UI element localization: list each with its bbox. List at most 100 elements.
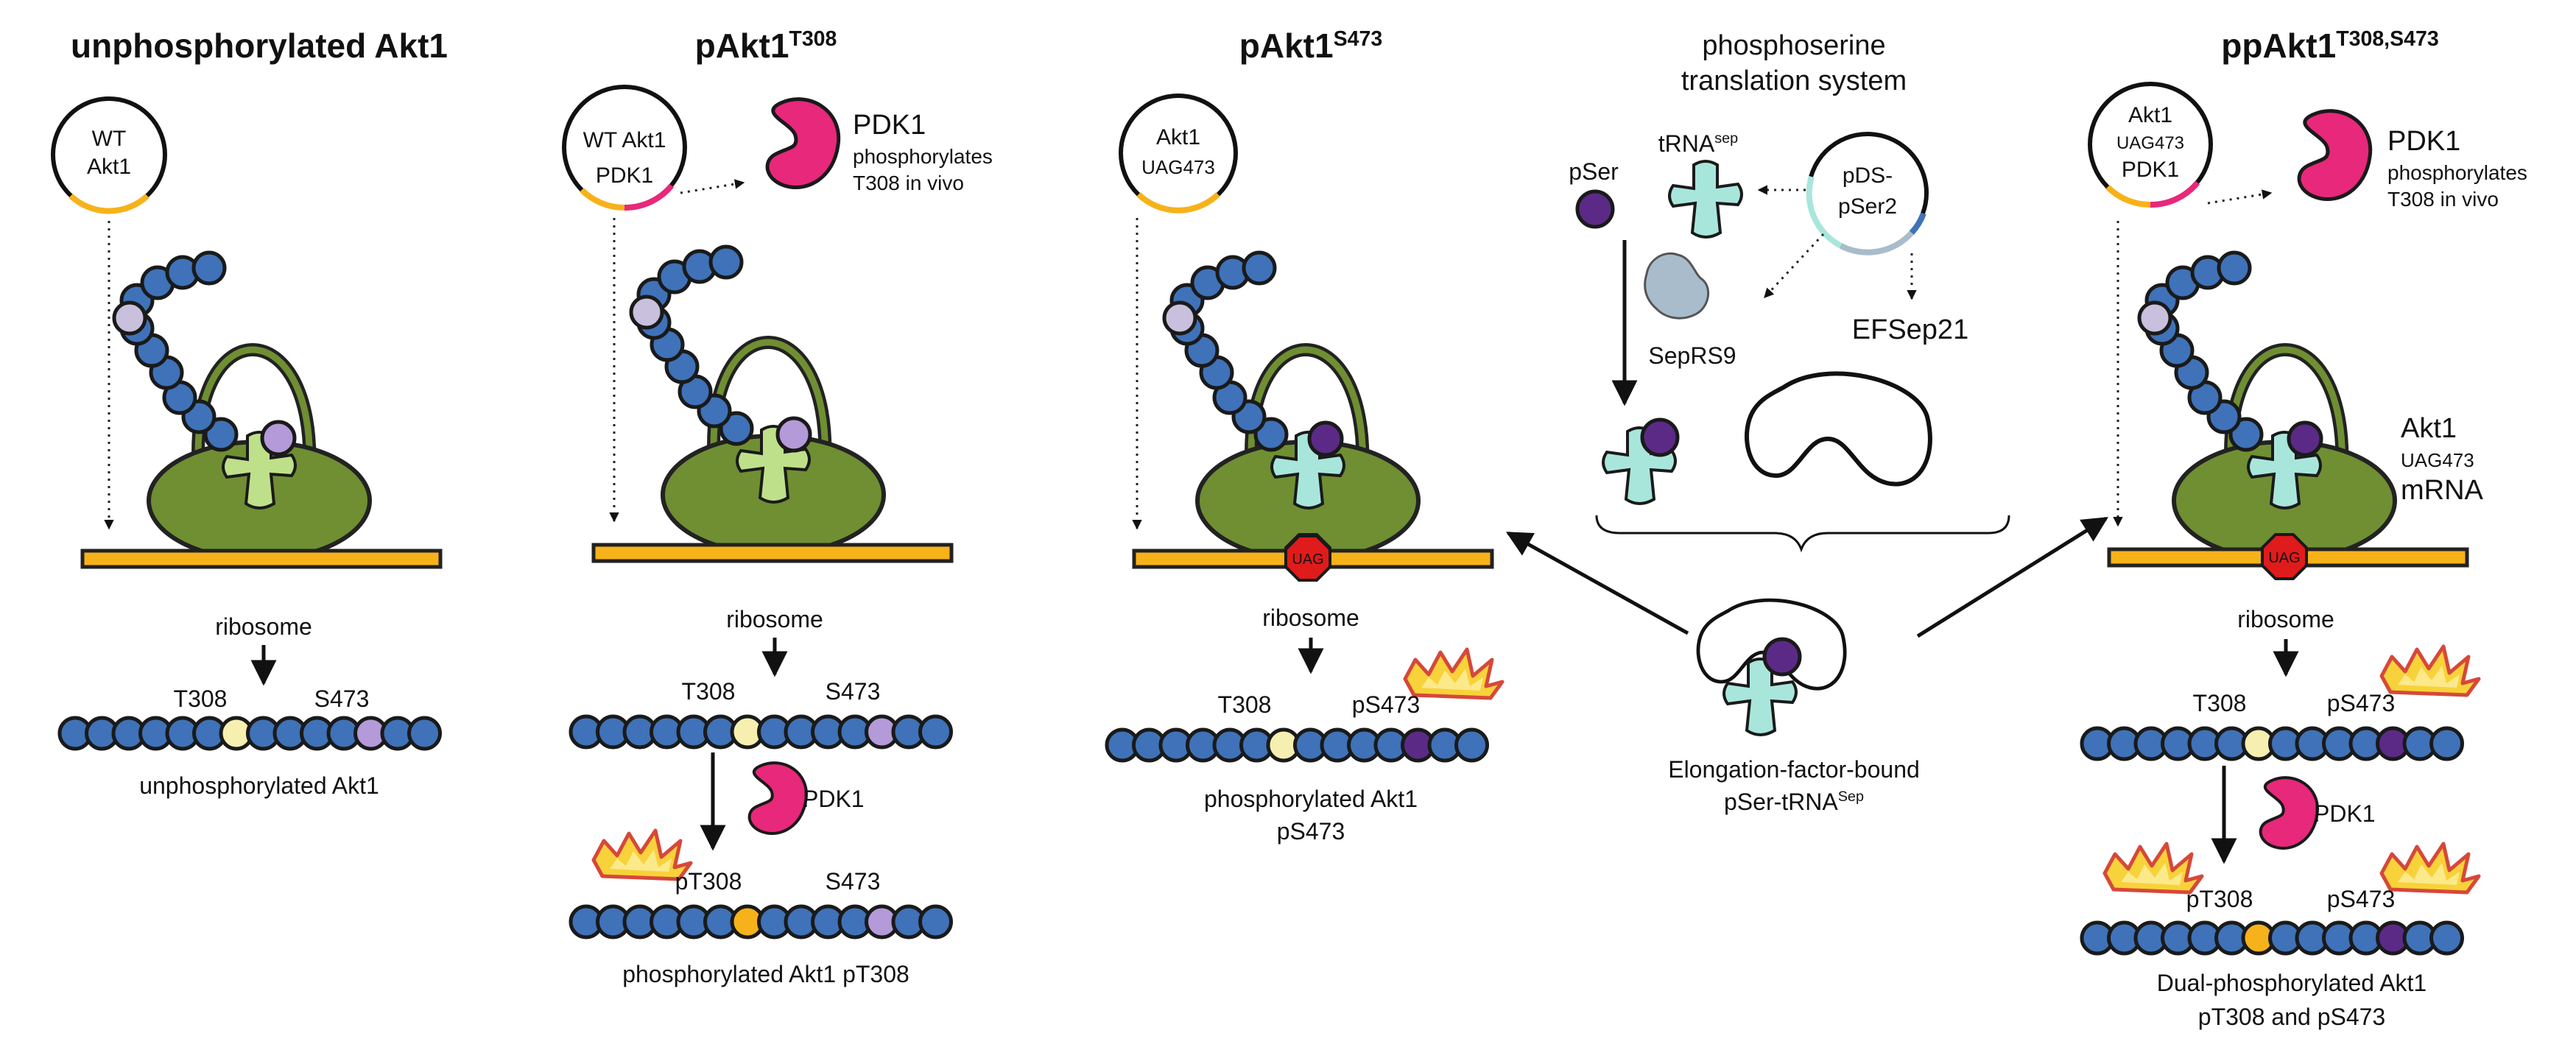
pdk1-label: PDK1 [853,110,926,141]
plasmid-pds-pser2: pDS- pSer2 [1806,132,1929,255]
ps473-label: pS473 [2327,886,2396,912]
seprs9-label: SepRS9 [1648,342,1736,369]
akt1-protein [569,714,953,750]
pdk1-note: phosphorylates [853,145,993,168]
protein-caption: Dual-phosphorylated Akt1 [2157,970,2427,996]
phospho-spark-icon [2382,844,2479,892]
delivery-arrow [1505,531,1689,635]
plasmid-label: WT Akt1 [583,128,666,152]
pdk1-enzyme-icon [767,99,839,188]
panel-title: pAkt1T308 [695,27,837,65]
nascent-chain [629,244,754,446]
first-residue [1162,300,1197,336]
uag-label: UAG [1292,551,1323,568]
pdk1-enzyme-label: PDK1 [2314,800,2376,827]
t308-label: T308 [174,685,228,712]
ribosome-label: ribosome [2237,606,2334,632]
s473-label: S473 [314,685,370,712]
phosphoserine-residue [2287,420,2323,457]
phosphoserine-icon [1575,189,1615,229]
serine-residue [260,420,297,456]
trna-label: tRNAsep [1658,130,1738,157]
t308-label: T308 [2193,690,2247,716]
nascent-chain [2137,250,2264,452]
panel-title: unphosphorylated Akt1 [71,27,448,65]
pdk1-note: T308 in vivo [853,172,964,194]
plasmid-akt1-uag473: Akt1 UAG473 [1119,94,1238,214]
pdk1-enzyme-icon [2261,778,2318,848]
ribosome-label: ribosome [726,606,823,632]
plasmid-label: UAG473 [2116,133,2184,153]
panel-unphosphorylated: unphosphorylated Akt1 WT Akt1 [51,27,448,799]
ps473-label: pS473 [1352,691,1421,718]
panel-title: phosphoserine [1702,30,1885,61]
protein-caption: pT308 and pS473 [2198,1004,2385,1030]
uag-label: UAG [2268,550,2300,566]
s473-label: S473 [826,868,881,895]
plasmid-label: pSer2 [1838,194,1897,219]
akt1-protein-dual-phosphorylated [2080,920,2464,956]
akt1-residue [918,714,953,750]
plasmid-label: pDS- [1843,163,1893,188]
plasmid-label: WT [92,127,127,151]
akt1-residue [1454,727,1489,763]
phosphoserine-icon [1762,637,1802,677]
protein-caption: phosphorylated Akt1 [1204,786,1418,812]
panel-pakt1-s473: pAkt1S473 Akt1 UAG473 UAG [1105,27,1502,845]
t308-label: T308 [682,678,736,705]
plasmid-wt-akt1: WT Akt1 [51,96,167,214]
plasmid-label: PDK1 [2122,158,2179,182]
first-residue [112,300,147,336]
ribosome-label: ribosome [1262,604,1359,631]
mrna-strand [80,549,443,569]
pdk1-enzyme-label: PDK1 [803,786,865,812]
panel-title: pAkt1S473 [1239,27,1382,65]
akt1-residue [2429,920,2464,956]
panel-title: ppAkt1T308,S473 [2221,27,2438,65]
serine-residue [775,416,812,453]
panel-ppakt1: ppAkt1T308,S473 Akt1 UAG473 PDK1 PDK1 ph… [2080,27,2527,1030]
nascent-chain [1162,250,1289,452]
pdk1-enzyme-icon [750,763,806,833]
akt1-protein-phosphorylated [569,904,953,940]
plasmid-label: PDK1 [596,163,653,188]
pt308-label: pT308 [675,868,742,895]
first-residue [2137,300,2172,336]
elongation-factor-icon [1747,373,1930,484]
akt1-protein [1105,727,1489,763]
ef-complex-caption: pSer-tRNASep [1724,789,1864,815]
first-residue [629,295,664,330]
efsep21-label: EFSep21 [1852,314,1968,345]
akt1-residue [2429,726,2464,761]
grouping-brace [1595,515,2010,553]
mrna-label: Akt1 [2401,413,2457,444]
nascent-chain [112,250,239,452]
panel-phosphoserine-translation-system: phosphoserine translation system pSer tR… [1505,30,2108,815]
plasmid-akt1-uag473-pdk1: Akt1 UAG473 PDK1 [2088,82,2213,208]
pt308-label: pT308 [2186,886,2253,912]
pdk1-note: phosphorylates [2387,161,2527,184]
akt1-residue [918,904,953,940]
seprs9-enzyme-icon [1644,252,1710,320]
panel-pakt1-t308: pAkt1T308 WT Akt1 PDK1 PDK1 phosphorylat… [562,27,993,987]
akt1-protein [57,716,442,751]
trna-sep-icon [1668,160,1743,239]
protein-caption: unphosphorylated Akt1 [139,772,379,799]
expression-arrow [2207,189,2273,205]
phospho-spark-icon [2382,646,2479,695]
mrna-label: UAG473 [2401,449,2474,471]
plasmid-label: Akt1 [1156,125,1200,149]
pdk1-note: T308 in vivo [2387,188,2499,211]
plasmid-label: Akt1 [2128,103,2172,127]
ps473-label: pS473 [2327,690,2396,716]
protein-caption: pS473 [1277,818,1345,845]
plasmid-label: UAG473 [1141,156,1215,178]
akt1-residue [407,716,442,751]
pser-label: pSer [1569,158,1619,185]
expression-arrow [1763,233,1825,299]
pdk1-enzyme-icon [2299,111,2371,200]
ribosome-label: ribosome [215,613,312,640]
pdk1-label: PDK1 [2387,126,2460,157]
s473-label: S473 [826,678,881,705]
